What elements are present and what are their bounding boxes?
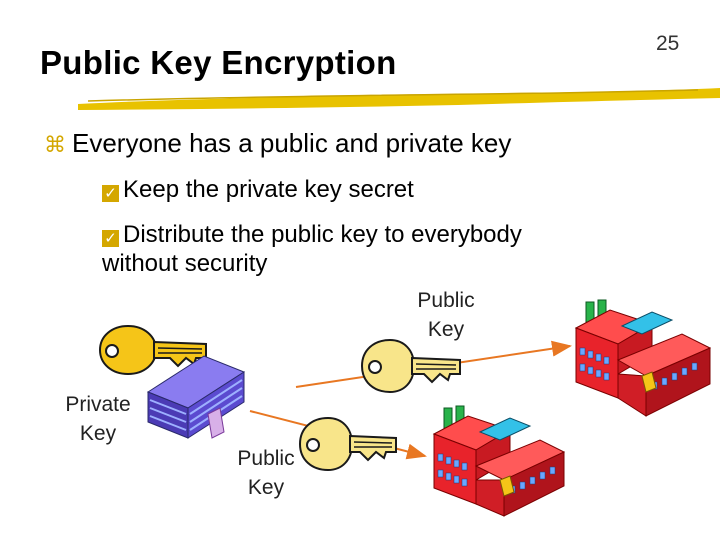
factory-building-icon-top bbox=[576, 300, 710, 416]
server-building-icon bbox=[148, 356, 244, 438]
factory-building-icon-bottom bbox=[434, 406, 564, 516]
public-key-icon-bottom bbox=[300, 418, 396, 470]
public-key-icon-top bbox=[362, 340, 460, 392]
